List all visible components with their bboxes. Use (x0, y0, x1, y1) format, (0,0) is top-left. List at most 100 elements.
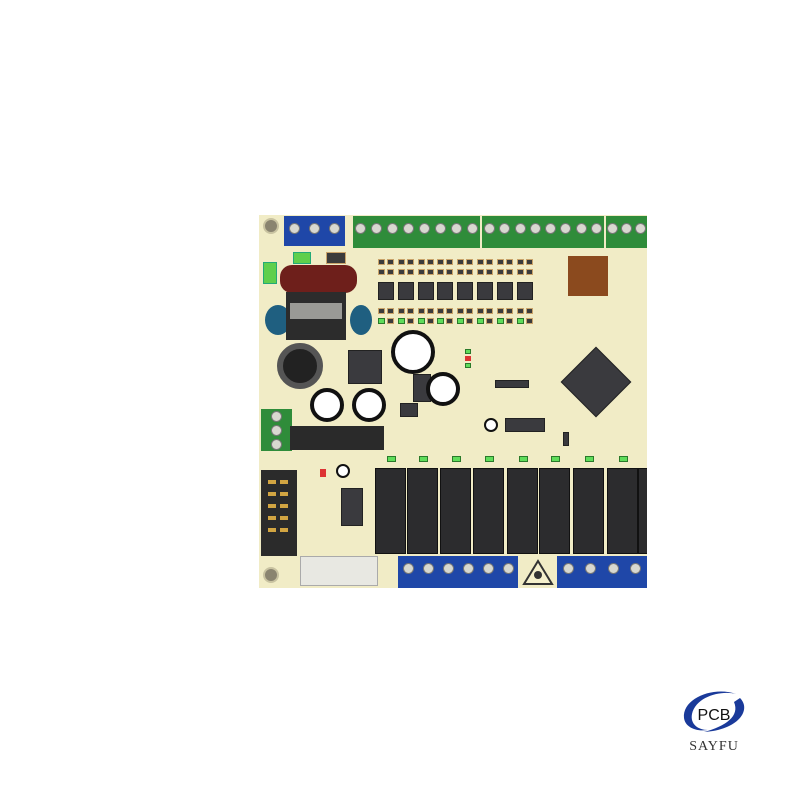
led (619, 456, 628, 462)
led (551, 456, 560, 462)
led (397, 318, 405, 324)
smd-component (505, 269, 513, 275)
screw-icon (271, 424, 282, 436)
relay (539, 468, 570, 554)
connector-housing (290, 426, 384, 450)
smd-component (446, 259, 454, 265)
screw-icon (387, 223, 399, 235)
smd-component (426, 269, 434, 275)
electrolytic-capacitor (310, 388, 344, 422)
smd-component (437, 308, 445, 314)
fuse (293, 252, 311, 264)
smd-component (505, 308, 513, 314)
smd-component (466, 259, 474, 265)
relay (407, 468, 438, 554)
smd-component (525, 318, 533, 324)
connector-pin (268, 504, 276, 508)
connector-pin (268, 492, 276, 496)
screw-icon (482, 563, 494, 575)
screw-icon (450, 223, 462, 235)
electrolytic-capacitor (426, 372, 460, 406)
smd-component (426, 259, 434, 265)
connector-pin (280, 480, 288, 484)
screw-icon (607, 223, 619, 235)
electrolytic-capacitor (391, 330, 435, 374)
smd-component (477, 269, 484, 275)
smd-component (417, 308, 425, 314)
led (465, 363, 471, 368)
logo-swoosh-icon: PCB SAYFU (683, 691, 745, 754)
led (378, 318, 385, 324)
relay (573, 468, 604, 554)
smd-component (446, 269, 454, 275)
screw-icon (529, 223, 541, 235)
smd-component (387, 259, 394, 265)
smd-component (397, 308, 405, 314)
smd-component (525, 269, 533, 275)
transistor-chip (457, 282, 474, 300)
smd-component (466, 318, 474, 324)
smd-component (477, 259, 484, 265)
screw-icon (562, 563, 574, 575)
led (485, 456, 494, 462)
screw-icon (442, 563, 454, 575)
smd-component (406, 318, 414, 324)
smd-component (387, 318, 394, 324)
film-capacitor (280, 265, 357, 293)
jumper (563, 432, 569, 446)
smd-component (446, 308, 454, 314)
smd-component (437, 269, 445, 275)
smd-component (406, 259, 414, 265)
led-red (465, 356, 471, 361)
choke-label (290, 303, 342, 319)
smd-component (457, 259, 465, 265)
screw-icon (607, 563, 619, 575)
led (516, 318, 524, 324)
terminal-block-blue (398, 556, 518, 588)
mcu-qfp-chip (560, 346, 632, 418)
led (477, 318, 484, 324)
screw-icon (418, 223, 430, 235)
diode (400, 403, 418, 417)
screw-icon (502, 563, 514, 575)
smd-component (466, 308, 474, 314)
connector-pin (268, 480, 276, 484)
screw-icon (499, 223, 511, 235)
screw-icon (288, 222, 300, 234)
smd-component (516, 308, 524, 314)
terminal-block-green (261, 409, 292, 451)
terminal-block-green (353, 216, 480, 248)
logo-pcb-text: PCB (698, 707, 731, 724)
led (585, 456, 594, 462)
led (419, 456, 428, 462)
connector-pin (280, 528, 288, 532)
screw-icon (402, 563, 414, 575)
connector-pin (280, 516, 288, 520)
screw-icon (466, 223, 478, 235)
connector-pin (280, 504, 288, 508)
smd-component (326, 252, 346, 264)
relay (507, 468, 538, 554)
smd-component (446, 318, 454, 324)
smd-component (525, 259, 533, 265)
terminal-block-green (482, 216, 604, 248)
smd-component (378, 308, 385, 314)
sayfu-pcb-logo: PCB SAYFU (674, 680, 754, 760)
smd-component (505, 259, 513, 265)
screw-icon (560, 223, 572, 235)
transistor-chip (437, 282, 454, 300)
led (465, 349, 471, 354)
mounting-hole (263, 218, 279, 234)
smd-component (397, 269, 405, 275)
smd-component (378, 269, 385, 275)
power-inductor (277, 343, 323, 389)
led (457, 318, 465, 324)
screw-icon (271, 438, 282, 450)
connector-pin (280, 492, 288, 496)
screw-icon (271, 410, 282, 422)
led (519, 456, 528, 462)
relay (638, 468, 647, 554)
screw-icon (371, 223, 383, 235)
electrolytic-capacitor (352, 388, 386, 422)
smd-component (457, 308, 465, 314)
